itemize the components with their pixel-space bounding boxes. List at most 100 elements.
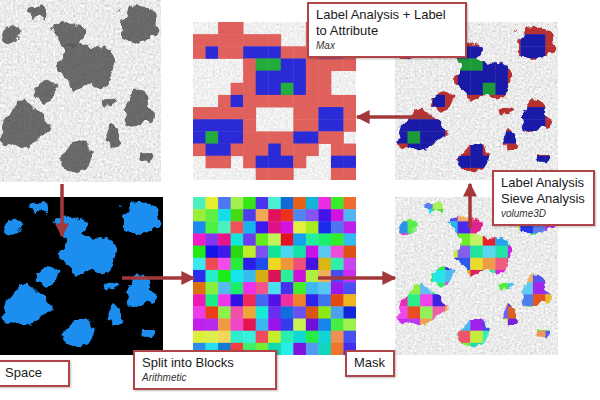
block-cell	[318, 331, 331, 344]
block-cell	[420, 221, 433, 234]
block-cell	[193, 233, 206, 246]
class-cell	[293, 83, 306, 96]
block-cell	[306, 343, 319, 355]
block-cell	[231, 197, 244, 210]
blue-phase	[34, 205, 47, 214]
class-cell	[433, 107, 446, 120]
class-cell	[433, 83, 446, 96]
block-cell	[243, 209, 256, 222]
block-cell	[520, 306, 533, 319]
block-cell	[218, 246, 231, 259]
block-cell	[545, 343, 558, 355]
block-cell	[218, 197, 231, 210]
block-cell	[218, 209, 231, 222]
block-cell	[306, 282, 319, 295]
block-cell	[458, 233, 471, 246]
class-cell	[483, 95, 496, 108]
block-cell	[458, 331, 471, 344]
class-cell	[331, 131, 344, 144]
block-cell	[206, 331, 219, 344]
block-cell	[445, 319, 458, 332]
flow-arrow	[60, 184, 64, 236]
flow-arrow	[357, 115, 432, 119]
block-cell	[470, 233, 483, 246]
class-cell	[495, 71, 508, 84]
step-label: Label Analysis	[501, 175, 585, 191]
block-cell	[433, 197, 446, 210]
block-cell	[318, 306, 331, 319]
class-cell	[218, 95, 231, 108]
block-cell	[193, 197, 206, 210]
block-cell	[306, 221, 319, 234]
class-cell	[268, 34, 281, 47]
class-cell	[420, 144, 433, 157]
block-cell	[268, 270, 281, 283]
block-cell	[206, 306, 219, 319]
class-cell	[433, 131, 446, 144]
block-cell	[256, 270, 269, 283]
blue-phase	[3, 203, 158, 345]
class-cell	[445, 58, 458, 71]
class-cell	[293, 107, 306, 120]
block-cell	[408, 343, 421, 355]
blue-phase	[142, 330, 158, 343]
block-cell	[331, 233, 344, 246]
class-cell	[343, 107, 356, 120]
class-cell	[331, 144, 344, 157]
class-cell	[483, 131, 496, 144]
block-cell	[395, 282, 408, 295]
block-cell	[306, 331, 319, 344]
class-cell	[256, 58, 269, 71]
class-cell	[256, 71, 269, 84]
block-cell	[533, 331, 546, 344]
block-cell	[520, 246, 533, 259]
class-cell	[318, 119, 331, 132]
block-cell	[470, 270, 483, 283]
class-cell	[495, 95, 508, 108]
class-cell	[193, 34, 206, 47]
block-cell	[281, 246, 294, 259]
block-cell	[293, 294, 306, 307]
class-cell	[508, 22, 521, 35]
block-cell	[231, 282, 244, 295]
class-cell	[243, 156, 256, 169]
class-cell	[533, 131, 546, 144]
block-cell	[533, 282, 546, 295]
block-cell	[395, 270, 408, 283]
block-cell	[433, 331, 446, 344]
block-cell	[483, 270, 496, 283]
block-cell	[206, 221, 219, 234]
class-cell	[445, 71, 458, 84]
class-cell	[331, 58, 344, 71]
block-cell	[281, 282, 294, 295]
block-cell	[545, 306, 558, 319]
block-cell	[520, 282, 533, 295]
block-cell	[268, 306, 281, 319]
block-cell	[458, 294, 471, 307]
block-cell	[458, 319, 471, 332]
class-cell	[545, 119, 558, 132]
block-cell	[318, 282, 331, 295]
block-cell	[495, 294, 508, 307]
block-cell	[243, 270, 256, 283]
block-cell	[508, 319, 521, 332]
block-cell	[243, 197, 256, 210]
class-cell	[318, 83, 331, 96]
block-cell	[343, 197, 356, 210]
block-cell	[395, 294, 408, 307]
block-cell	[231, 331, 244, 344]
block-cell	[420, 306, 433, 319]
black-ground	[0, 197, 163, 355]
grey-texture	[0, 0, 161, 182]
class-cell	[445, 156, 458, 169]
class-cell	[520, 95, 533, 108]
class-cell	[343, 119, 356, 132]
class-cell	[268, 46, 281, 59]
block-cell	[495, 258, 508, 271]
class-cell	[331, 107, 344, 120]
block-cell	[306, 258, 319, 271]
block-cell	[331, 246, 344, 259]
block-cell	[458, 282, 471, 295]
class-cell	[243, 58, 256, 71]
block-cell	[483, 319, 496, 332]
